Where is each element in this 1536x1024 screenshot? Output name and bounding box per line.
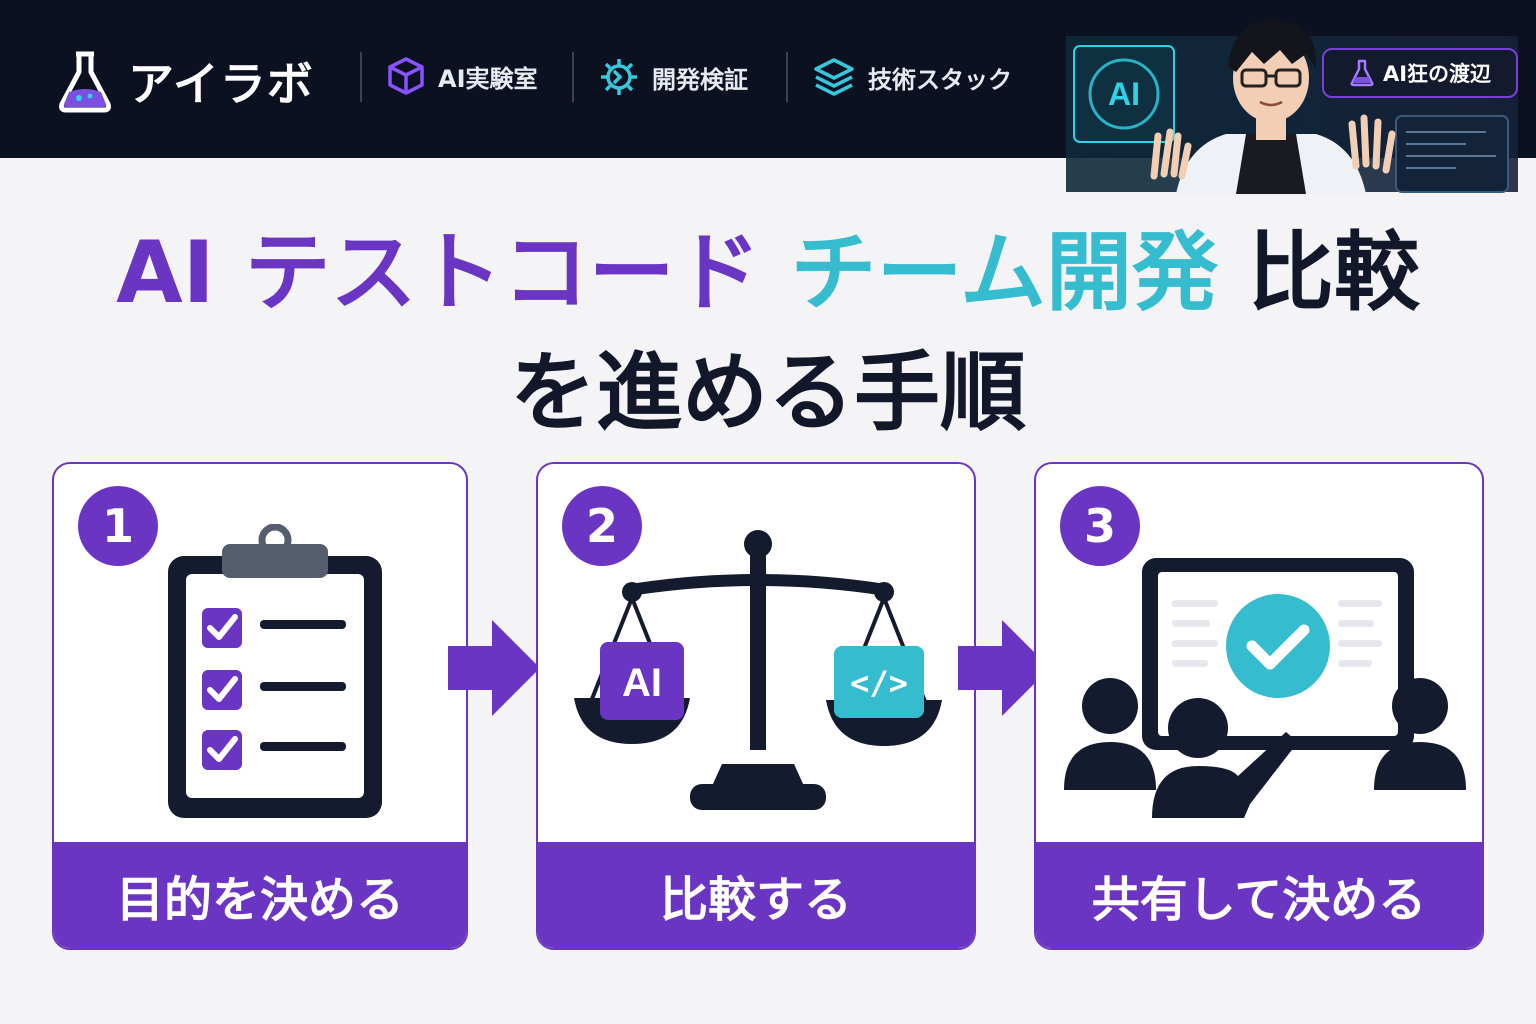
page-title-line1: AI テストコード チーム開発 比較 [0, 218, 1536, 328]
title-part-compare: 比較 [1247, 223, 1420, 323]
clipboard-checklist-icon [168, 524, 382, 818]
nav-divider [786, 52, 788, 102]
title-part-team-dev: チーム開発 [790, 223, 1218, 323]
step-number-badge: 3 [1060, 486, 1140, 566]
team-presentation-icon [1064, 558, 1466, 818]
logo-text: アイラボ [128, 57, 314, 111]
gear-icon [601, 59, 637, 95]
nav-tech-stack-label: 技術スタック [868, 65, 1012, 94]
title-part-ai-testcode: AI テストコード [116, 223, 761, 323]
top-header: アイラボ AI実験室 開発検証 技術スタック [0, 0, 1536, 194]
nav-dev-verification[interactable]: 開発検証 [598, 56, 748, 98]
scale-ai-tag: AI [622, 661, 662, 705]
nav-divider [360, 52, 362, 102]
hero-character-illustration: AI [1066, 19, 1518, 194]
nav-dev-verification-label: 開発検証 [652, 65, 748, 94]
balance-scale-icon: AI </> [574, 530, 942, 810]
step-card-1[interactable]: 1 目的を決める [52, 462, 468, 950]
cube-icon [388, 57, 424, 95]
step-card-3[interactable]: 3 共有して決める [1034, 462, 1484, 950]
step-label-1: 目的を決める [54, 842, 466, 948]
flask-icon [59, 51, 111, 113]
nav-tech-stack[interactable]: 技術スタック [812, 56, 1012, 98]
arrow-right-icon [448, 620, 540, 716]
flask-icon [1350, 59, 1374, 87]
nav-ai-lab[interactable]: AI実験室 [386, 56, 538, 96]
site-logo[interactable]: アイラボ [52, 48, 314, 114]
step-number-badge: 2 [562, 486, 642, 566]
step-card-2[interactable]: 2 AI </> 比較する [536, 462, 976, 950]
step-label-3: 共有して決める [1036, 842, 1482, 948]
step-label-2: 比較する [538, 842, 974, 948]
hero-ai-text: AI [1108, 76, 1140, 112]
scale-code-tag: </> [850, 664, 908, 702]
layers-icon [814, 58, 854, 96]
author-badge-label: AI狂の渡辺 [1382, 62, 1492, 86]
author-badge[interactable]: AI狂の渡辺 [1322, 48, 1518, 98]
nav-ai-lab-label: AI実験室 [438, 64, 538, 93]
page-title-line2: を進める手順 [510, 343, 1026, 443]
step-number-badge: 1 [78, 486, 158, 566]
arrow-right-icon [958, 620, 1050, 716]
nav-divider [572, 52, 574, 102]
